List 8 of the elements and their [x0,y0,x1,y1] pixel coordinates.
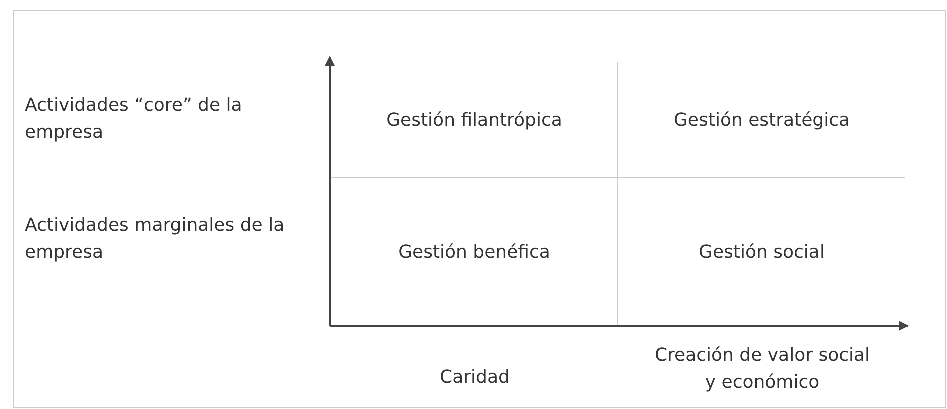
x-axis-label: Caridad [439,366,511,390]
y-axis-label: Actividades “core” de la empresa [25,94,244,145]
quadrant-label: Gestión filantrópica [386,110,562,130]
quadrant-label: Gestión social [699,242,825,262]
x-axis-label: Creación de valor social y económico [654,344,872,395]
quadrant-label: Gestión estratégica [674,110,850,130]
quadrant-label: Gestión benéfica [398,242,550,262]
y-axis-label: Actividades marginales de la empresa [25,214,286,265]
